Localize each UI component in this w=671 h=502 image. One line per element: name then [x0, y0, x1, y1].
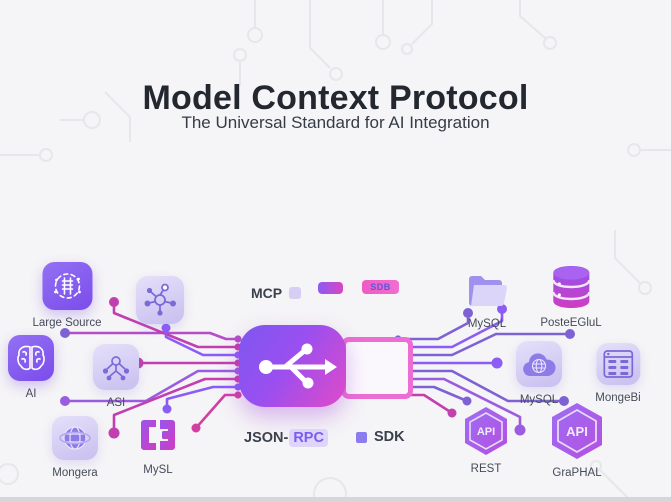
node-mysql-folder: MySQL: [464, 271, 510, 330]
sdk-label: SDK: [374, 429, 405, 445]
molecule-icon: [136, 276, 184, 324]
node-graphal: API GraPHAL: [551, 402, 603, 479]
node-mysl: MySL: [137, 413, 179, 476]
brain-icon: [8, 335, 54, 381]
gradient-pill-badge: [318, 282, 343, 294]
node-label: ASI: [106, 397, 126, 409]
api-hexagon-icon: API: [464, 406, 508, 456]
node-label: MySQL: [467, 318, 507, 330]
mcp-label-row: MCP: [251, 285, 302, 301]
sdk-label-row: SDK: [356, 429, 405, 445]
page-title: Model Context Protocol: [142, 78, 529, 117]
jsonrpc-label: JSON- RPC: [244, 429, 328, 447]
sdb-badge: SDB: [362, 280, 399, 294]
sdk-swatch: [356, 431, 367, 443]
node-label: AI: [25, 388, 37, 400]
globe-icon: [52, 416, 98, 460]
usb-plug-outline: [341, 337, 413, 399]
usb-trident-icon: [259, 343, 337, 389]
folder-icon: [464, 271, 510, 311]
node-label: PosteEGluL: [540, 317, 602, 329]
node-label: REST: [470, 463, 502, 475]
node-label: MySL: [143, 464, 173, 476]
data-table-icon: [595, 343, 640, 385]
api-hexagon-icon: API: [551, 402, 603, 460]
node-rest: API REST: [464, 406, 508, 475]
node-label: MySQL: [519, 394, 559, 406]
bottom-strip: [0, 497, 671, 502]
node-asi: ASI: [93, 344, 139, 409]
mcp-swatch: [289, 287, 302, 299]
node-mongebi: MongeBi: [595, 343, 641, 404]
node-mysql-cloud: MySQL: [516, 341, 562, 406]
page-subtitle: The Universal Standard for AI Integratio…: [181, 113, 490, 132]
node-label: GraPHAL: [552, 467, 602, 479]
mcp-label: MCP: [251, 285, 283, 301]
node-mongera: Mongera: [52, 416, 98, 479]
brain-circuit-icon: [41, 262, 92, 310]
node-label: MongeBi: [595, 392, 641, 404]
node-ai: AI: [8, 335, 54, 400]
database-icon: [549, 264, 593, 310]
api-badge-text: API: [566, 424, 588, 439]
puzzle-blocks-icon: [137, 413, 179, 457]
jsonrpc-prefix: JSON-: [244, 430, 289, 446]
jsonrpc-highlight: RPC: [289, 429, 328, 447]
cloud-globe-icon: [516, 341, 562, 387]
node-molecule: [136, 276, 184, 324]
network-nodes-icon: [93, 344, 139, 390]
node-label: Mongera: [52, 467, 98, 479]
node-label: Large Source: [32, 317, 102, 329]
api-badge-text: API: [477, 426, 495, 438]
usb-connector: [239, 325, 346, 407]
node-posteegul: PosteEGluL: [540, 264, 602, 329]
node-large-source: Large Source: [32, 262, 102, 329]
